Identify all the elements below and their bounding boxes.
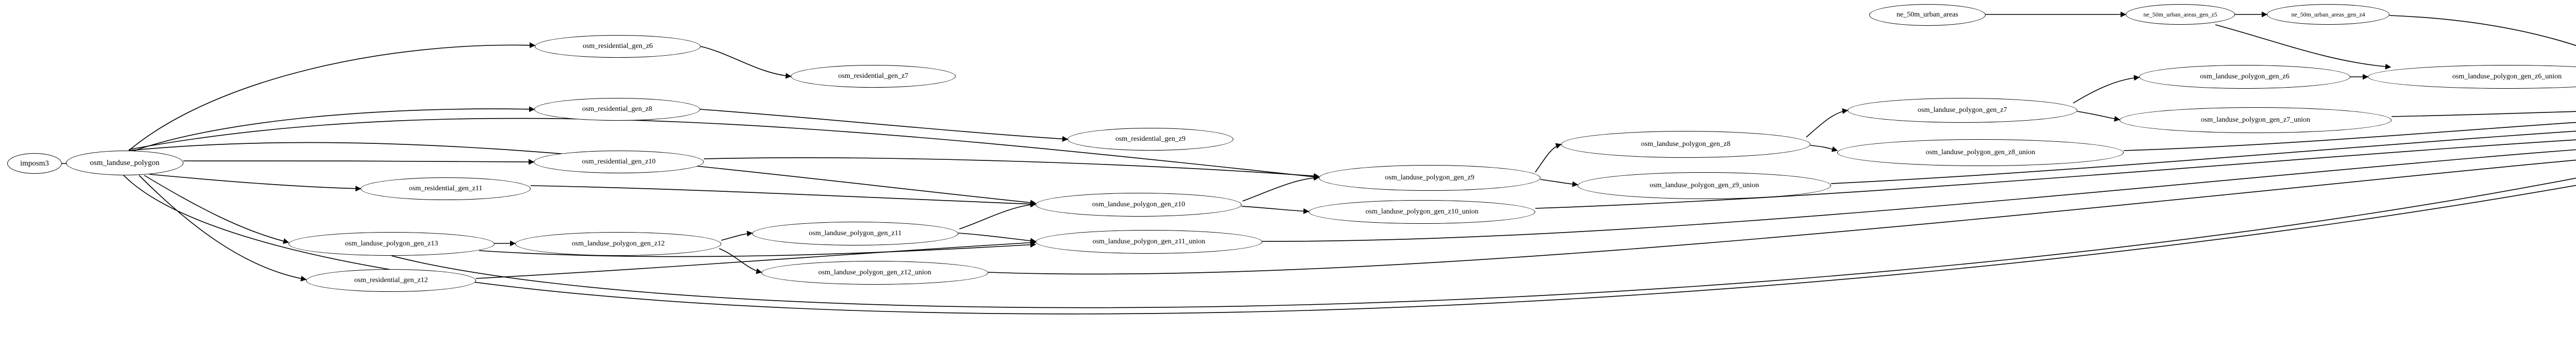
graph-node-label: osm_landuse_polygon_gen_z8_union	[1925, 149, 2036, 156]
graph-edge-osm_landuse_polygon_gen_z7-to-osm_landuse_polygon_gen_z7_union	[2077, 111, 2121, 122]
graph-node-label: osm_landuse_polygon_gen_z6_union	[2452, 73, 2562, 80]
graph-edge-osm_landuse_polygon_gen_z12-to-osm_landuse_polygon_gen_z11	[721, 231, 753, 241]
graph-edge-ne_50m_urban_areas_gen_z4-to-legend_z4	[2389, 15, 2576, 46]
graph-edge-osm_landuse_polygon_gen_z7_union-to-legend_z7	[2391, 111, 2576, 117]
graph-edge-osm_residential_gen_z10-to-osm_landuse_polygon_gen_z9	[703, 157, 1320, 179]
graph-node-label: osm_residential_gen_z6	[582, 42, 653, 50]
graph-node-label: osm_residential_gen_z11	[409, 185, 483, 192]
graph-edge-osm_landuse_polygon-to-osm_residential_gen_z12	[139, 175, 307, 282]
graph-edge-osm_landuse_polygon_gen_z13-to-osm_landuse_polygon_gen_z11_union	[479, 241, 1037, 257]
graph-node-label: osm_landuse_polygon	[90, 158, 160, 167]
graph-node-osm_residential_gen_z11[interactable]: osm_residential_gen_z11	[361, 177, 531, 200]
graph-node-label: ne_50m_urban_areas	[1896, 11, 1958, 19]
graph-edge-osm_landuse_polygon_gen_z11_union-to-legend_z11	[1262, 149, 2576, 242]
graph-node-label: osm_landuse_polygon_gen_z10	[1092, 201, 1185, 208]
graph-edge-osm_landuse_polygon-to-osm_residential_gen_z11	[149, 174, 362, 192]
graph-node-osm_landuse_polygon_gen_z11_union[interactable]: osm_landuse_polygon_gen_z11_union	[1036, 230, 1262, 254]
graph-node-label: osm_landuse_polygon_gen_z12	[571, 240, 665, 248]
graph-edge-osm_landuse_polygon_gen_z13-to-legend_z13	[391, 177, 2576, 308]
graph-edge-osm_residential_gen_z11-to-osm_landuse_polygon_gen_z10	[530, 185, 1037, 207]
graph-node-osm_landuse_polygon_gen_z9[interactable]: osm_landuse_polygon_gen_z9	[1319, 165, 1540, 191]
graph-node-label: osm_landuse_polygon_gen_z10_union	[1365, 208, 1479, 216]
graph-node-osm_landuse_polygon_gen_z7[interactable]: osm_landuse_polygon_gen_z7	[1848, 98, 2077, 123]
graph-node-label: osm_landuse_polygon_gen_z7_union	[2200, 116, 2311, 124]
graph-edge-osm_landuse_polygon_gen_z8-to-osm_landuse_polygon_gen_z8_union	[1810, 145, 1838, 152]
graph-node-label: osm_residential_gen_z10	[582, 158, 656, 166]
graph-edge-osm_landuse_polygon_gen_z10-to-osm_landuse_polygon_gen_z9	[1242, 175, 1320, 202]
graph-node-imposm3[interactable]: imposm3	[7, 153, 62, 174]
graph-edge-osm_residential_gen_z12-to-osm_landuse_polygon_gen_z11_union	[476, 239, 1037, 279]
graph-node-osm_residential_gen_z9[interactable]: osm_residential_gen_z9	[1067, 128, 1233, 151]
graph-edge-osm_landuse_polygon_gen_z7-to-osm_landuse_polygon_gen_z6	[2073, 75, 2140, 104]
graph-node-label: osm_landuse_polygon_gen_z9_union	[1649, 182, 1759, 189]
graph-node-osm_landuse_polygon_gen_z10_union[interactable]: osm_landuse_polygon_gen_z10_union	[1309, 200, 1535, 224]
graph-node-label: osm_landuse_polygon_gen_z8	[1641, 140, 1731, 148]
graph-edge-osm_landuse_polygon_gen_z10_union-to-legend_z10	[1535, 139, 2576, 209]
graph-node-osm_residential_gen_z8[interactable]: osm_residential_gen_z8	[534, 98, 700, 121]
graph-edge-osm_landuse_polygon-to-osm_landuse_polygon_gen_z13	[144, 175, 290, 244]
graph-node-ne_50m_urban_areas_gen_z5[interactable]: ne_50m_urban_areas_gen_z5	[2126, 4, 2235, 25]
graph-node-label: osm_landuse_polygon_gen_z6	[2200, 73, 2290, 80]
graph-edge-osm_landuse_polygon_gen_z11-to-osm_landuse_polygon_gen_z11_union	[958, 233, 1037, 244]
graph-edge-osm_residential_gen_z6-to-osm_residential_gen_z7	[700, 46, 792, 79]
graph-node-osm_landuse_polygon_gen_z10[interactable]: osm_landuse_polygon_gen_z10	[1036, 193, 1242, 217]
graph-node-label: osm_landuse_polygon_gen_z7	[1918, 106, 2007, 114]
graph-node-ne_50m_urban_areas[interactable]: ne_50m_urban_areas	[1869, 4, 1986, 26]
graph-node-osm_landuse_polygon_gen_z8_union[interactable]: osm_landuse_polygon_gen_z8_union	[1837, 139, 2124, 166]
graph-edge-osm_landuse_polygon-to-osm_landuse_polygon_gen_z9	[128, 118, 1320, 180]
graph-node-label: osm_landuse_polygon_gen_z12_union	[818, 269, 931, 276]
graph-node-label: osm_residential_gen_z8	[582, 105, 653, 113]
graph-edge-osm_landuse_polygon-to-osm_residential_gen_z6	[128, 42, 536, 151]
graph-node-label: osm_residential_gen_z9	[1115, 135, 1186, 143]
graph-edge-osm_landuse_polygon_gen_z9-to-osm_landuse_polygon_gen_z9_union	[1540, 179, 1579, 187]
graph-node-osm_landuse_polygon_gen_z9_union[interactable]: osm_landuse_polygon_gen_z9_union	[1578, 172, 1831, 199]
graph-node-osm_residential_gen_z12[interactable]: osm_residential_gen_z12	[306, 269, 476, 292]
edge-paths	[62, 11, 2576, 315]
graph-node-label: ne_50m_urban_areas_gen_z5	[2143, 11, 2217, 18]
graph-edge-osm_landuse_polygon_gen_z12_union-to-legend_z12	[988, 159, 2576, 275]
graph-node-label: osm_residential_gen_z12	[354, 276, 428, 284]
graph-node-label: osm_landuse_polygon_gen_z9	[1385, 174, 1475, 182]
graph-edge-ne_50m_urban_areas_gen_z5-to-osm_landuse_polygon_gen_z6_union	[2215, 24, 2392, 70]
graph-edge-osm_landuse_polygon_gen_z9-to-osm_landuse_polygon_gen_z8	[1535, 143, 1562, 173]
graph-node-osm_residential_gen_z7[interactable]: osm_residential_gen_z7	[791, 65, 956, 88]
graph-node-osm_landuse_polygon_gen_z12_union[interactable]: osm_landuse_polygon_gen_z12_union	[761, 261, 988, 285]
graph-edge-osm_landuse_polygon_gen_z10-to-osm_landuse_polygon_gen_z10_union	[1241, 206, 1310, 215]
graph-node-label: osm_residential_gen_z7	[838, 72, 909, 80]
graph-node-osm_residential_gen_z10[interactable]: osm_residential_gen_z10	[534, 151, 704, 173]
graph-edge-osm_landuse_polygon_gen_z8-to-osm_landuse_polygon_gen_z7	[1806, 108, 1849, 138]
graph-edge-osm_landuse_polygon-to-osm_residential_gen_z8	[128, 106, 535, 153]
graph-edge-osm_landuse_polygon_gen_z8_union-to-legend_z8	[2123, 122, 2576, 151]
graph-node-label: imposm3	[20, 159, 49, 168]
graph-node-osm_landuse_polygon_gen_z6[interactable]: osm_landuse_polygon_gen_z6	[2139, 65, 2350, 89]
graph-edge-osm_landuse_polygon-to-osm_residential_gen_z10	[183, 159, 535, 165]
graph-node-osm_landuse_polygon[interactable]: osm_landuse_polygon	[66, 151, 183, 175]
graph-edge-osm_residential_gen_z8-to-osm_residential_gen_z9	[700, 109, 1069, 142]
graph-node-label: osm_landuse_polygon_gen_z11_union	[1092, 238, 1206, 245]
graph-edge-osm_landuse_polygon_gen_z9_union-to-legend_z9	[1831, 130, 2576, 184]
graph-node-osm_landuse_polygon_gen_z7_union[interactable]: osm_landuse_polygon_gen_z7_union	[2120, 107, 2392, 133]
graph-node-osm_residential_gen_z6[interactable]: osm_residential_gen_z6	[535, 35, 701, 58]
graph-node-label: osm_landuse_polygon_gen_z11	[809, 229, 902, 237]
graph-edge-osm_landuse_polygon_gen_z11-to-osm_landuse_polygon_gen_z10	[959, 202, 1037, 229]
graph-node-osm_landuse_polygon_gen_z13[interactable]: osm_landuse_polygon_gen_z13	[289, 232, 495, 256]
graph-node-ne_50m_urban_areas_gen_z4[interactable]: ne_50m_urban_areas_gen_z4	[2267, 4, 2389, 25]
graph-node-osm_landuse_polygon_gen_z8[interactable]: osm_landuse_polygon_gen_z8	[1561, 131, 1810, 158]
graph-node-osm_landuse_polygon_gen_z11[interactable]: osm_landuse_polygon_gen_z11	[752, 222, 958, 245]
graph-edge-osm_landuse_polygon_gen_z12-to-osm_landuse_polygon_gen_z12_union	[719, 248, 762, 274]
graph-edge-osm_landuse_polygon-to-legend_z14	[123, 175, 2576, 315]
graph-node-osm_landuse_polygon_gen_z12[interactable]: osm_landuse_polygon_gen_z12	[515, 232, 721, 256]
graph-node-label: osm_landuse_polygon_gen_z13	[345, 240, 438, 248]
graph-node-label: ne_50m_urban_areas_gen_z4	[2291, 11, 2365, 18]
